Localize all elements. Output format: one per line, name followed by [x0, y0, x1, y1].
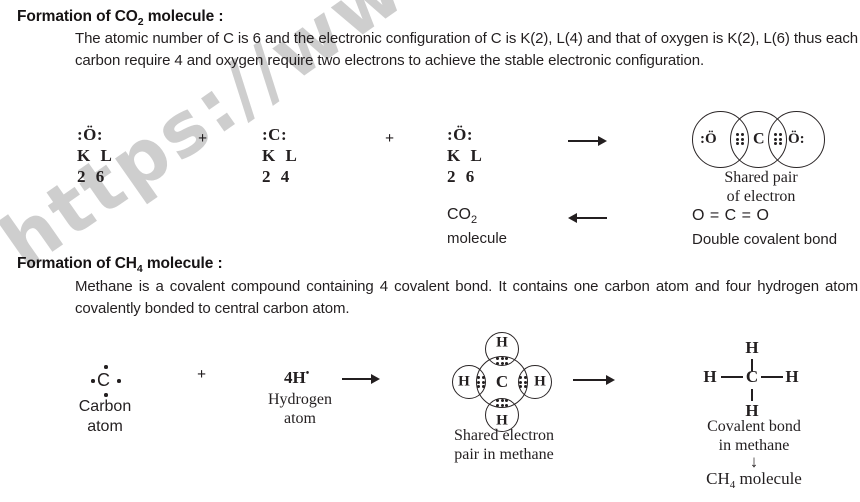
ch4-heading-pre: Formation of CH — [17, 255, 137, 272]
hydrogen-orbit-circle — [518, 365, 552, 399]
co2-orbit-diagram: :Ö C Ö: — [692, 111, 825, 168]
carbon-symbol: :C: — [262, 125, 288, 144]
oxygen1-shells: K L — [77, 146, 113, 165]
oxygen2-lewis-block: :Ö: K L 2 6 — [447, 124, 482, 187]
bond-line — [721, 376, 743, 378]
right-arrow-icon — [568, 136, 607, 146]
hydrogen-right-label: H — [785, 367, 799, 386]
carbon-lewis-block: :C: K L 2 4 — [262, 124, 297, 187]
bond-line — [751, 359, 753, 371]
oxygen2-shells: K L — [447, 146, 483, 165]
hydrogen-left-label: H — [458, 373, 470, 390]
caption-line: Shared pair — [724, 169, 798, 186]
carbon-atom-lewis: C — [79, 360, 131, 402]
carbon-center-label: C — [745, 367, 759, 386]
ch4-product-subscript: 4 — [729, 479, 736, 491]
electron-pair-dots — [774, 133, 782, 145]
caption-line: of electron — [726, 188, 796, 205]
ch4-structural-formula: H H C H H — [695, 338, 813, 420]
label-line: atom — [284, 410, 316, 427]
carbon-atom-symbol: C — [97, 370, 110, 390]
electron-pair-dots — [736, 133, 744, 145]
oxygen-right-label: Ö: — [788, 130, 805, 147]
ch4-orbit-diagram: H H H H C — [452, 332, 552, 432]
hydrogen-orbit-circle — [485, 332, 519, 366]
oxygen2-electrons: 2 6 — [447, 167, 475, 186]
hydrogen-top-label: H — [496, 334, 508, 351]
plus-sign: + — [198, 130, 208, 147]
electron-dot — [104, 393, 108, 397]
co2-formula: CO2 — [447, 206, 477, 226]
oxygen1-lewis-block: :Ö: K L 2 6 — [77, 124, 112, 187]
carbon-shells: K L — [262, 146, 298, 165]
ch4-heading-subscript: 4 — [136, 263, 143, 275]
electron-dot: • — [305, 368, 310, 379]
hydrogen-left-label: H — [703, 367, 717, 386]
label-line: atom — [87, 418, 123, 435]
electron-pair-dots — [496, 357, 508, 365]
hydrogen-count-text: 4H — [284, 368, 306, 387]
shared-pair-caption: Shared pair of electron — [692, 168, 830, 206]
co2-molecule-label: molecule — [447, 230, 508, 247]
hydrogen-right-label: H — [534, 373, 546, 390]
electron-dot — [117, 379, 121, 383]
plus-sign: + — [197, 366, 207, 383]
oxygen-left-label: :Ö — [700, 130, 717, 147]
down-arrow-icon: ↓ — [749, 452, 759, 471]
electron-pair-dots — [519, 376, 527, 388]
co2-formula-subscript: 2 — [471, 214, 478, 226]
co2-section-heading: Formation of CO2 molecule : — [17, 8, 224, 28]
double-covalent-bond-label: Double covalent bond — [692, 231, 838, 248]
hydrogen-count: 4H• — [284, 368, 309, 388]
hydrogen-bottom-label: H — [496, 412, 508, 429]
left-arrow-icon — [568, 213, 607, 223]
plus-sign: + — [385, 130, 395, 147]
electron-pair-dots — [477, 376, 485, 388]
hydrogen-orbit-circle — [485, 398, 519, 432]
ch4-product-pre: CH — [706, 469, 730, 488]
electron-dot — [91, 379, 95, 383]
right-arrow-icon — [573, 375, 615, 385]
covalent-bond-caption: Covalent bond in methane — [695, 417, 813, 455]
right-arrow-icon — [342, 374, 380, 384]
carbon-atom-label: Carbon atom — [75, 397, 135, 437]
co2-heading-pre: Formation of CO — [17, 8, 138, 25]
label-line: Carbon — [78, 398, 132, 415]
double-bond-formula: O = C = O — [692, 207, 770, 224]
caption-line: in methane — [718, 437, 790, 454]
oxygen2-symbol: :Ö: — [447, 125, 474, 144]
hydrogen-atom-label: Hydrogen atom — [260, 390, 340, 428]
hydrogen-orbit-circle — [452, 365, 486, 399]
oxygen1-electrons: 2 6 — [77, 167, 105, 186]
carbon-electrons: 2 4 — [262, 167, 290, 186]
co2-heading-subscript: 2 — [137, 16, 144, 28]
ch4-product-post: molecule — [735, 469, 802, 488]
caption-line: Shared electron — [454, 427, 554, 444]
label-line: Hydrogen — [268, 391, 332, 408]
carbon-center-label: C — [753, 129, 765, 147]
ch4-molecule-label: CH4 molecule — [695, 469, 813, 495]
hydrogen-top-label: H — [745, 338, 759, 357]
ch4-section-heading: Formation of CH4 molecule : — [17, 255, 223, 275]
ch4-heading-post: molecule : — [142, 255, 223, 272]
caption-line: pair in methane — [454, 446, 554, 463]
bond-line — [751, 389, 753, 401]
electron-dot — [104, 365, 108, 369]
ch4-paragraph: Methane is a covalent compound containin… — [75, 278, 858, 317]
co2-paragraph: The atomic number of C is 6 and the elec… — [75, 30, 858, 69]
oxygen1-symbol: :Ö: — [77, 125, 104, 144]
co2-formula-pre: CO — [447, 206, 471, 223]
bond-line — [761, 376, 783, 378]
hydrogen-bottom-label: H — [745, 401, 759, 420]
co2-heading-post: molecule : — [143, 8, 224, 25]
carbon-center-label: C — [495, 372, 509, 391]
oxygen-orbit-circle — [768, 111, 825, 168]
caption-line: Covalent bond — [707, 418, 801, 435]
shared-electron-caption: Shared electron pair in methane — [437, 426, 571, 464]
electron-pair-dots — [496, 399, 508, 407]
